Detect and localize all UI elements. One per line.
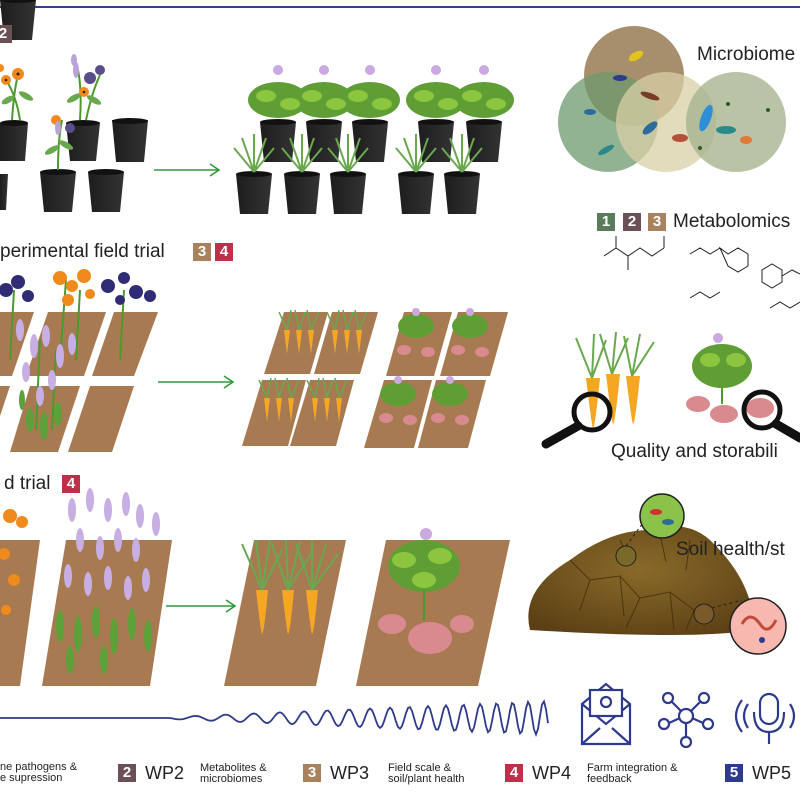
legend-wp1-desc-line2: e supression: [0, 772, 63, 784]
row1-arrow: [154, 163, 221, 177]
row2-flowers: [0, 269, 156, 440]
legend-wp3-desc-line1: Field scale &: [388, 762, 451, 774]
legend-wp2-desc-line1: Metabolites &: [200, 762, 267, 774]
row2-plots-right: [242, 308, 508, 448]
legend-wp3-badge: 3: [303, 764, 321, 782]
legend-wp2-desc-line2: microbiomes: [200, 773, 263, 785]
legend-wp2-badge: 2: [118, 764, 136, 782]
row1-badge-2: 2: [0, 25, 12, 43]
legend-wp5-code: WP5: [752, 763, 792, 783]
row2-arrow: [158, 375, 235, 389]
network-icon: [657, 691, 715, 749]
row2-badge-3: 3: [193, 243, 211, 261]
legend-wp1-desc-line1: ne pathogens &: [0, 761, 78, 773]
metabolomics-badge-2: 2: [623, 213, 641, 231]
row2-title: perimental field trial: [0, 241, 165, 262]
metabolomics-badge-3: 3: [648, 213, 666, 231]
row3-arrow: [166, 599, 237, 613]
row3-plots-right: [224, 528, 510, 686]
legend-wp5-badge: 5: [725, 764, 743, 782]
row1-pots-right: [0, 0, 514, 214]
metabolomics-label: Metabolomics: [673, 211, 791, 232]
microbiome-label: Microbiome: [697, 44, 796, 65]
row3-plots-left: [0, 488, 172, 686]
microbiome-venn: [558, 26, 786, 172]
legend-wp4-desc-line1: Farm integration &: [587, 762, 678, 774]
row1-pots-left: [0, 54, 148, 212]
legend-wp4-badge: 4: [505, 764, 523, 782]
quality-illustration: [541, 331, 800, 449]
soil-health-label: Soil health/st: [676, 539, 785, 560]
row3-badge-4: 4: [62, 475, 80, 493]
top-border-line: [0, 6, 800, 8]
legend-wp3-code: WP3: [330, 763, 370, 783]
legend-wp4-desc-line2: feedback: [587, 773, 632, 785]
email-icon: [580, 682, 632, 746]
quality-label: Quality and storabili: [611, 441, 778, 462]
row2-badge-4: 4: [215, 243, 233, 261]
legend-wp2-code: WP2: [145, 763, 185, 783]
legend-wp3-desc-line2: soil/plant health: [388, 773, 465, 785]
communication-wave: [0, 699, 549, 738]
legend-wp4-code: WP4: [532, 763, 572, 783]
metabolite-structures: [603, 236, 800, 309]
microphone-icon: [734, 692, 796, 744]
soil-mound: [528, 493, 787, 655]
row3-title: d trial: [4, 473, 51, 494]
metabolomics-badge-1: 1: [597, 213, 615, 231]
